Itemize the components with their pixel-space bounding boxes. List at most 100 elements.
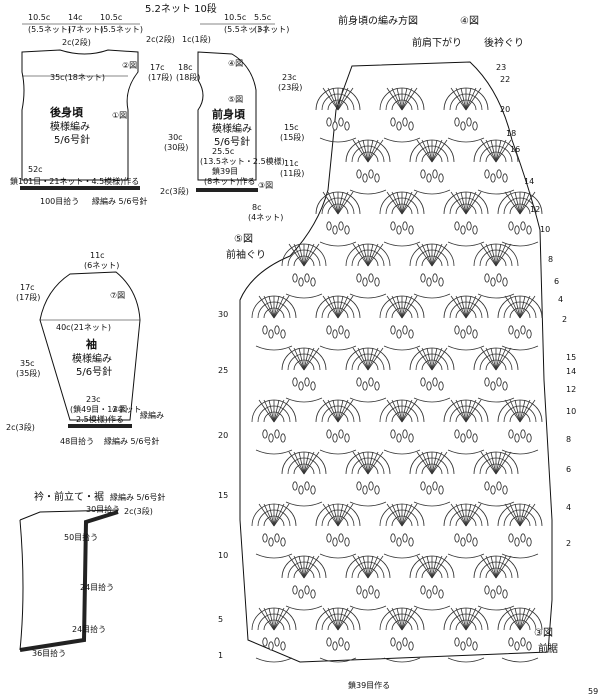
chart-right-row-16: 16 xyxy=(510,145,520,154)
puff-stitch xyxy=(402,429,408,439)
fan-ray xyxy=(460,87,467,111)
chain-loop xyxy=(413,501,451,507)
puff-stitch xyxy=(420,169,426,179)
fan-ray xyxy=(298,555,305,579)
puff-stitch xyxy=(326,533,332,543)
fan-ray xyxy=(273,607,285,631)
puff-stitch xyxy=(520,533,526,543)
puff-stitch xyxy=(356,585,362,595)
puff-stitch xyxy=(514,433,520,443)
fan-ray xyxy=(509,295,521,319)
front-dim-top-1: 10.5c xyxy=(224,13,246,22)
chain-loop xyxy=(477,605,515,611)
puff-stitch xyxy=(362,485,368,495)
fan-ray xyxy=(426,243,433,267)
sleeve-cap: 17c xyxy=(20,283,35,292)
puff-stitch xyxy=(490,381,496,391)
fan-ray xyxy=(367,243,379,267)
fan-ray xyxy=(431,555,448,579)
chart-right-row-10: 10 xyxy=(540,225,550,234)
fan-ray xyxy=(337,295,344,319)
chart-right-row-4: 4 xyxy=(558,295,563,304)
fan-ray xyxy=(465,191,482,215)
puff-stitch xyxy=(274,325,280,335)
collar-title: 衿・前立て・裾 xyxy=(34,490,104,503)
chain-loop xyxy=(255,449,293,455)
fan-ray xyxy=(495,139,502,163)
chain-loop xyxy=(501,449,539,455)
chart-right-row-23: 23 xyxy=(496,63,506,72)
chain-loop xyxy=(447,657,485,663)
fan-ray xyxy=(401,87,418,111)
fan-ray xyxy=(273,399,290,423)
fan-ray xyxy=(465,607,482,631)
chain-loop xyxy=(413,293,451,299)
chain-loop xyxy=(477,293,515,299)
puff-stitch xyxy=(338,637,344,647)
sleeve-cap-rows: (17段) xyxy=(16,292,40,302)
puff-stitch xyxy=(502,173,508,183)
fan-ray xyxy=(362,347,369,371)
fan-ray xyxy=(362,555,369,579)
fan-ray xyxy=(421,139,433,163)
chain-loop xyxy=(447,449,485,455)
fan-ray xyxy=(416,555,433,579)
chart-right-row-14b: 14 xyxy=(566,367,576,376)
fan-ray xyxy=(455,607,467,631)
chain-loop xyxy=(413,397,451,403)
puff-stitch xyxy=(326,221,332,231)
fan-ray xyxy=(352,451,369,475)
fan-ray xyxy=(460,503,467,527)
fan-ray xyxy=(332,503,339,527)
fan-ray xyxy=(327,399,339,423)
fan-ray xyxy=(303,555,310,579)
collar-side-line xyxy=(19,519,24,651)
front-shoulder-b: 1c(1段) xyxy=(182,34,211,44)
fan-ray xyxy=(367,347,384,371)
fan-ray xyxy=(421,243,433,267)
puff-stitch xyxy=(520,429,526,439)
puff-stitch xyxy=(374,589,380,599)
collar-pick-50-a: 50目拾う xyxy=(64,532,98,542)
puff-stitch xyxy=(438,589,444,599)
puff-stitch xyxy=(396,121,402,131)
front-right-c: 11c xyxy=(284,159,299,168)
fan-ray xyxy=(293,347,305,371)
back-body-outline xyxy=(21,49,139,181)
fan-ray xyxy=(460,295,467,319)
chain-loop xyxy=(413,189,451,195)
front-dim-sub-2: (3ネット) xyxy=(254,25,289,34)
fan-ray xyxy=(519,295,531,319)
chain-loop xyxy=(349,397,387,403)
fan-ray xyxy=(401,503,408,527)
sleeve-title: 袖 xyxy=(86,337,97,351)
fan-ray xyxy=(263,295,275,319)
puff-stitch xyxy=(466,533,472,543)
puff-stitch xyxy=(466,117,472,127)
chain-loop xyxy=(383,241,421,247)
fan-ray xyxy=(490,347,497,371)
puff-stitch xyxy=(420,377,426,387)
puff-stitch xyxy=(310,485,316,495)
back-body-schematic: 10.5c 14c 10.5c (5.5ネット) (7ネット) (5.5ネット)… xyxy=(10,13,147,206)
back-dim-top-2: 14c xyxy=(68,13,83,22)
fan-ray xyxy=(416,243,433,267)
fan-ray xyxy=(514,191,521,215)
chart-left-row-labels: 30 25 20 15 10 5 1 xyxy=(218,310,228,660)
sleeve-edge-label: 縁編み xyxy=(140,410,164,420)
puff-stitch xyxy=(466,221,472,231)
puff-stitch xyxy=(402,325,408,335)
sleeve-needle: 5/6号針 xyxy=(76,365,112,378)
fan-ray xyxy=(367,451,384,475)
fan-ray xyxy=(465,87,482,111)
fan-ray xyxy=(495,347,512,371)
collar-top-rows: 2c(3段) xyxy=(124,506,153,516)
fan-ray xyxy=(465,191,477,215)
puff-stitch xyxy=(502,485,508,495)
fan-ray xyxy=(514,295,521,319)
puff-stitch xyxy=(396,537,402,547)
fan-ray xyxy=(322,191,339,215)
fan-ray xyxy=(490,451,497,475)
fan-ray xyxy=(519,503,526,527)
fan-ray xyxy=(426,139,433,163)
